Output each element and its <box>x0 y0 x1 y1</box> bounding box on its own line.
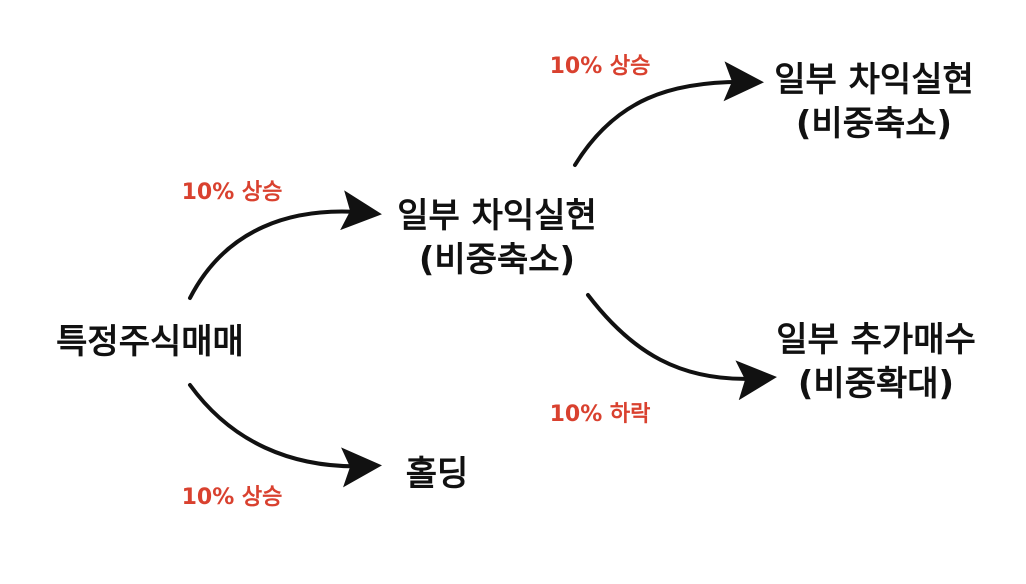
node-additional-buy: 일부 추가매수 (비중확대) <box>776 318 976 406</box>
node-partial-profit-line1: 일부 차익실현 <box>397 196 597 236</box>
edge-label-root-to-hold: 10% 상승 <box>181 485 283 510</box>
arrow-root-to-partial <box>188 190 382 300</box>
node-partial-profit: 일부 차익실현 (비중축소) <box>397 194 597 282</box>
node-additional-buy-line1: 일부 추가매수 <box>776 320 976 360</box>
node-hold: 홀딩 <box>406 452 469 496</box>
node-root: 특정주식매매 <box>56 320 244 364</box>
node-partial-profit-2-line1: 일부 차익실현 <box>774 60 974 100</box>
node-root-label: 특정주식매매 <box>56 322 244 362</box>
node-hold-label: 홀딩 <box>405 454 469 494</box>
arrow-partial-to-partial-2 <box>573 61 764 167</box>
edge-label-partial-to-partial-2: 10% 상승 <box>549 54 651 79</box>
node-partial-profit-2: 일부 차익실현 (비중축소) <box>774 58 974 146</box>
edge-label-root-to-partial: 10% 상승 <box>181 180 283 205</box>
arrow-partial-to-additional <box>586 293 777 401</box>
arrow-root-to-hold <box>188 383 382 488</box>
node-additional-buy-line2: (비중확대) <box>797 364 955 404</box>
node-partial-profit-line2: (비중축소) <box>418 240 576 280</box>
node-partial-profit-2-line2: (비중축소) <box>795 104 953 144</box>
edge-label-partial-to-additional: 10% 하락 <box>549 402 651 427</box>
